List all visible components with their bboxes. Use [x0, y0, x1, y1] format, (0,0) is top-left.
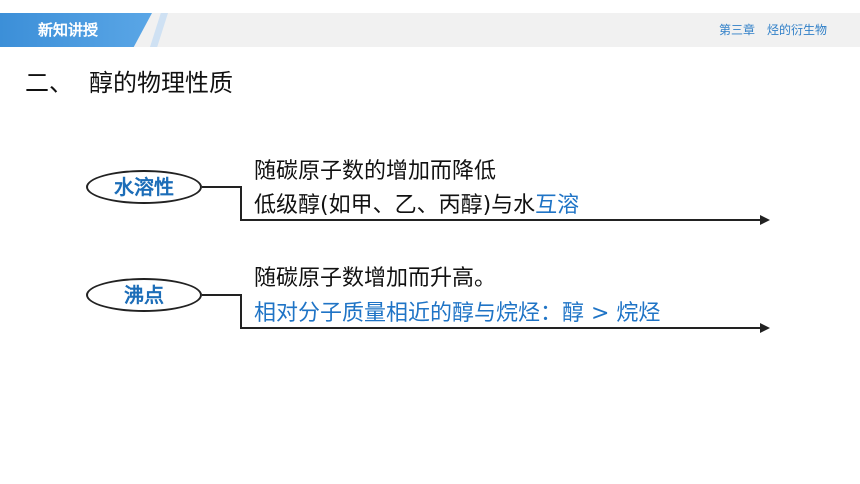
chapter-number: 第三章 — [718, 23, 755, 37]
section-heading: 醇的物理性质 — [89, 69, 233, 97]
boiling-point-arrow-head — [760, 323, 770, 333]
boiling-point-line-2: 相对分子质量相近的醇与烷烃：醇 > 烷烃 — [254, 301, 661, 326]
chapter-info: 第三章烃的衍生物 — [719, 13, 827, 47]
solubility-connector — [202, 186, 242, 188]
header-tab-label: 新知讲授 — [38, 21, 99, 39]
chapter-title: 烃的衍生物 — [766, 23, 827, 37]
boiling-point-line-1: 随碳原子数增加而升高。 — [254, 266, 497, 291]
solubility-line-1: 随碳原子数的增加而降低 — [254, 159, 497, 184]
boiling-point-bracket — [240, 294, 242, 328]
boiling-point-label: 沸点 — [86, 278, 202, 312]
solubility-bracket — [240, 186, 242, 220]
section-number: 二、 — [25, 69, 73, 97]
solubility-arrow-head — [760, 215, 770, 225]
section-title: 二、醇的物理性质 — [25, 63, 233, 98]
solubility-label: 水溶性 — [86, 170, 202, 204]
solubility-line-2-text: 低级醇(如甲、乙、丙醇)与水 — [254, 193, 536, 218]
header-tab — [0, 13, 152, 47]
solubility-arrow-line — [240, 219, 762, 221]
boiling-point-connector — [202, 294, 242, 296]
boiling-point-arrow-line — [240, 327, 762, 329]
solubility-line-2: 低级醇(如甲、乙、丙醇)与水互溶 — [254, 187, 579, 219]
solubility-highlight: 互溶 — [535, 193, 580, 218]
